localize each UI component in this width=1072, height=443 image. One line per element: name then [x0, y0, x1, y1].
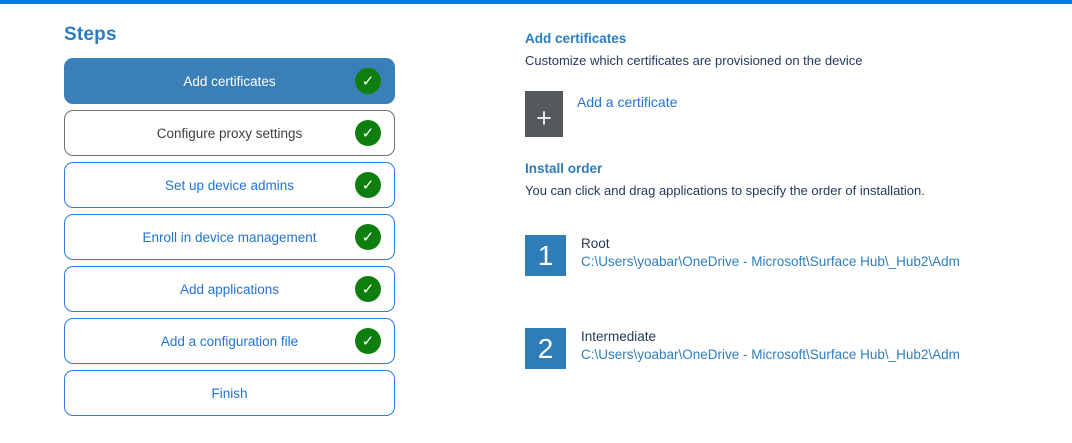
step-label: Configure proxy settings	[156, 125, 303, 141]
certificate-name: Root	[581, 236, 610, 251]
step-button-finish[interactable]: Finish	[64, 370, 395, 416]
step-label: Add applications	[179, 281, 280, 297]
step-content-panel: Add certificates Customize which certifi…	[525, 31, 1072, 369]
certificate-path: C:\Users\yoabar\OneDrive - Microsoft\Sur…	[581, 254, 960, 269]
step-complete-check-icon: ✓	[355, 224, 381, 250]
certificate-name: Intermediate	[581, 329, 657, 344]
step-complete-check-icon: ✓	[355, 328, 381, 354]
step-complete-check-icon: ✓	[355, 276, 381, 302]
step-button-add-a-configuration-file[interactable]: Add a configuration file ✓	[64, 318, 395, 364]
step-button-enroll-in-device-management[interactable]: Enroll in device management ✓	[64, 214, 395, 260]
top-accent-bar	[0, 0, 1072, 4]
step-label: Add a configuration file	[160, 333, 299, 349]
order-number-badge: 2	[525, 328, 566, 369]
order-item-text: Intermediate C:\Users\yoabar\OneDrive - …	[581, 328, 960, 362]
step-button-add-certificates[interactable]: Add certificates ✓	[64, 58, 395, 104]
step-label: Finish	[211, 385, 248, 401]
steps-panel: Steps Add certificates ✓ Configure proxy…	[64, 24, 395, 422]
add-certificate-button[interactable]: + Add a certificate	[525, 91, 1072, 137]
page-title: Add certificates	[525, 31, 627, 46]
plus-icon[interactable]: +	[525, 91, 563, 137]
install-order-title: Install order	[525, 161, 603, 176]
install-order-subtitle: You can click and drag applications to s…	[525, 183, 925, 198]
add-certificate-label[interactable]: Add a certificate	[577, 94, 678, 110]
page-subtitle: Customize which certificates are provisi…	[525, 53, 863, 68]
step-complete-check-icon: ✓	[355, 68, 381, 94]
step-label: Set up device admins	[164, 177, 295, 193]
order-item-text: Root C:\Users\yoabar\OneDrive - Microsof…	[581, 235, 960, 269]
certificate-path: C:\Users\yoabar\OneDrive - Microsoft\Sur…	[581, 347, 960, 362]
install-order-item-intermediate[interactable]: 2 Intermediate C:\Users\yoabar\OneDrive …	[525, 328, 1072, 369]
step-button-configure-proxy-settings[interactable]: Configure proxy settings ✓	[64, 110, 395, 156]
step-label: Enroll in device management	[142, 229, 317, 245]
step-button-set-up-device-admins[interactable]: Set up device admins ✓	[64, 162, 395, 208]
steps-panel-title: Steps	[64, 24, 117, 45]
step-button-add-applications[interactable]: Add applications ✓	[64, 266, 395, 312]
step-label: Add certificates	[183, 73, 276, 89]
step-complete-check-icon: ✓	[355, 172, 381, 198]
order-number-badge: 1	[525, 235, 566, 276]
install-order-item-root[interactable]: 1 Root C:\Users\yoabar\OneDrive - Micros…	[525, 235, 1072, 276]
step-complete-check-icon: ✓	[355, 120, 381, 146]
